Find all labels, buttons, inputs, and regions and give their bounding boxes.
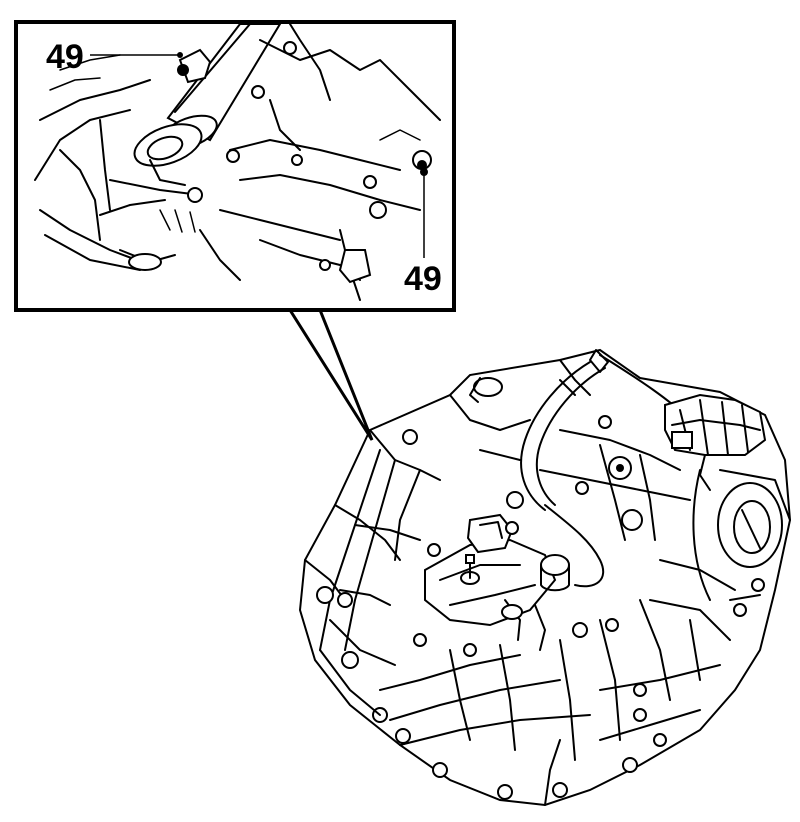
callout-49-bottom: 49 — [404, 168, 442, 298]
callout-label: 49 — [404, 260, 442, 298]
callout-label: 49 — [46, 38, 84, 76]
callout-49-top: 49 — [46, 38, 183, 76]
callout-pointer — [287, 308, 374, 441]
inset-detail-drawing — [34, 24, 441, 301]
inset-detail-frame — [14, 20, 456, 312]
transmission-assembly — [298, 348, 792, 807]
